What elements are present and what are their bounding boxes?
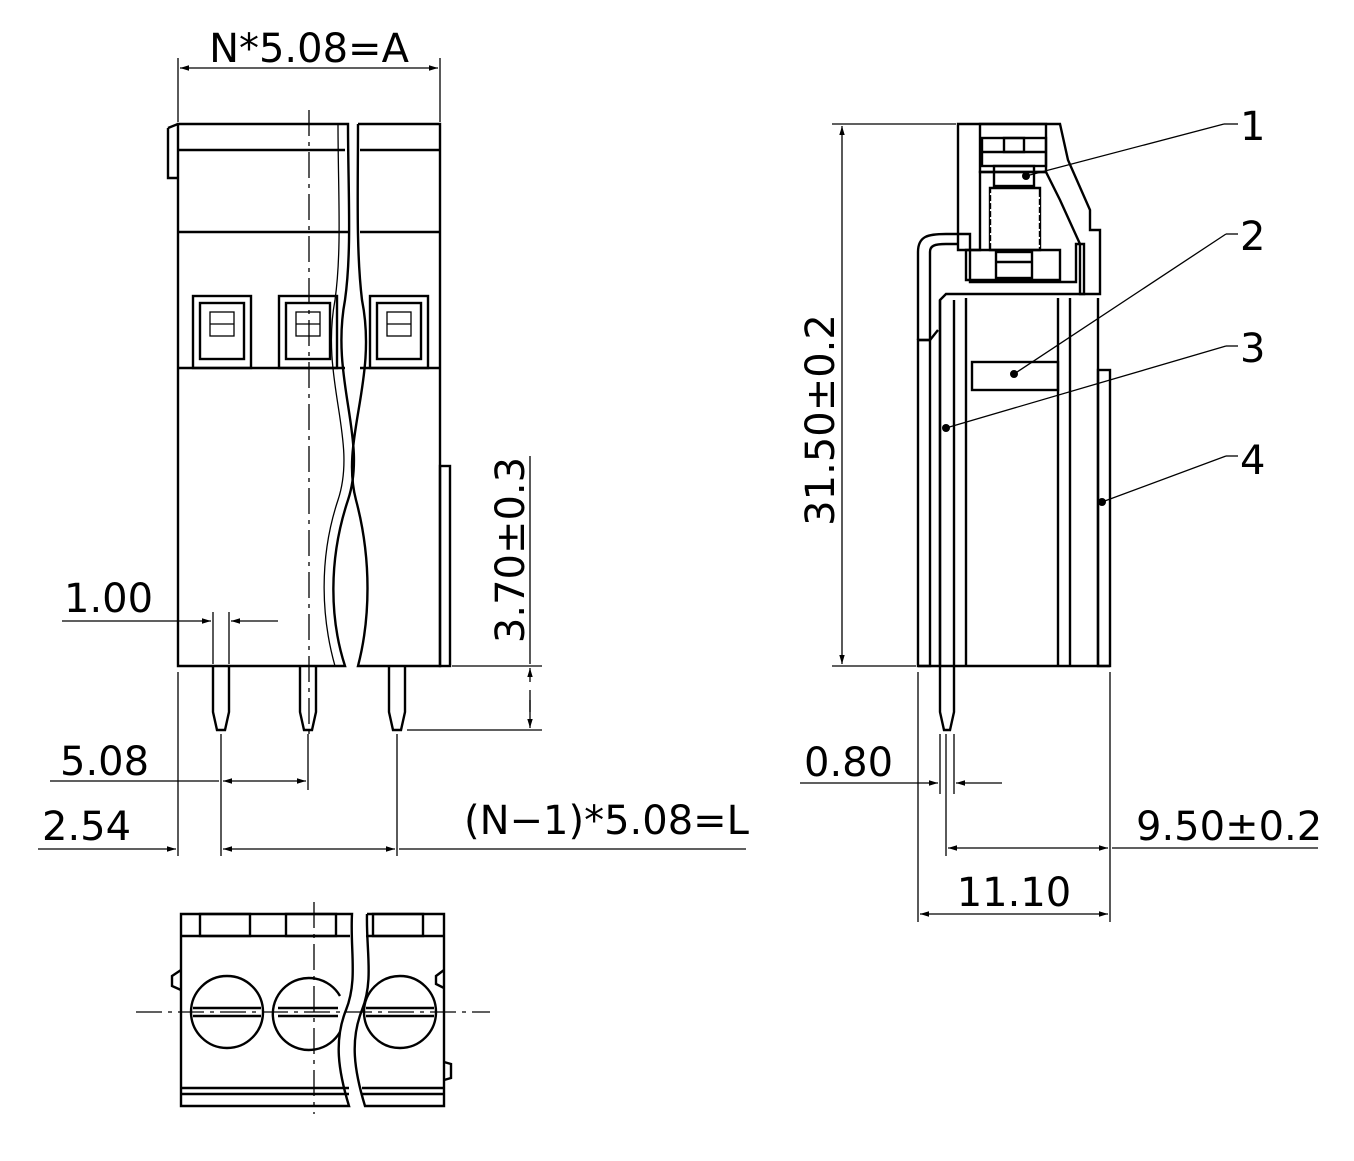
wire-entry-3 (368, 294, 430, 370)
pin-2 (298, 666, 318, 732)
dim-height-label: 31.50±0.2 (798, 314, 844, 526)
dim-overall-depth-label: 11.10 (957, 870, 1072, 916)
top-view (136, 902, 490, 1114)
wire-clamp (970, 360, 1060, 392)
dim-pin-height-label: 3.70±0.3 (488, 457, 534, 643)
dim-pin-thickness-label: 0.80 (804, 740, 893, 786)
callout-3: 3 (942, 326, 1265, 432)
dim-width-label: N*5.08=A (209, 26, 410, 72)
front-body-right (350, 122, 442, 668)
dim-length-label: (N−1)*5.08=L (464, 798, 750, 844)
dim-depth-label: 9.50±0.2 (1136, 804, 1322, 850)
housing-left-wall (916, 338, 932, 668)
top-body-right (353, 912, 446, 1108)
contact-pin (938, 300, 956, 732)
dim-pitch-label: 5.08 (60, 739, 149, 785)
wire-entry-1 (191, 294, 253, 370)
housing-right-wall (1096, 368, 1112, 668)
screw-2 (271, 976, 342, 1052)
svg-text:1: 1 (1240, 104, 1265, 150)
top-body-left (179, 912, 354, 1108)
dim-offset-label: 2.54 (42, 804, 131, 850)
screw-head (980, 136, 1048, 168)
svg-text:2: 2 (1240, 214, 1265, 260)
callout-4: 4 (1098, 438, 1265, 506)
screw-thread (988, 164, 1042, 252)
front-view: N*5.08=A 1.00 3.70±0.3 5.08 2.54 (N−1)*5… (38, 26, 750, 856)
front-body-lip (166, 128, 178, 180)
callout-2: 2 (1010, 214, 1265, 378)
svg-text:4: 4 (1240, 438, 1265, 484)
side-view: 1 2 3 4 31.50±0.2 0.80 (798, 104, 1322, 922)
svg-text:3: 3 (1240, 326, 1265, 372)
dim-pin-width-label: 1.00 (64, 576, 153, 622)
wire-entry-2 (277, 294, 339, 370)
pin-3 (387, 666, 407, 732)
pin-1 (211, 666, 231, 732)
front-body-left (176, 122, 356, 668)
callout-1: 1 (1022, 104, 1265, 180)
